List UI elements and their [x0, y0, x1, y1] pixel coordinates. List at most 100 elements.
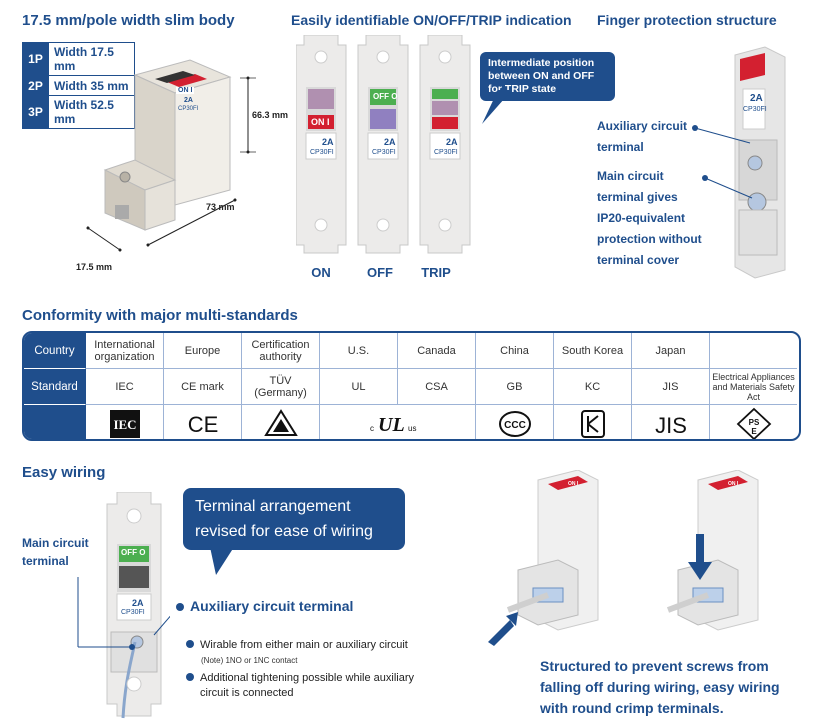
row-label-mark — [24, 405, 86, 439]
callout-pointer — [482, 90, 512, 124]
finger-title: Finger protection structure — [597, 12, 777, 28]
breaker-isometric-image — [103, 59, 232, 231]
dim-width: 17.5 mm — [76, 262, 113, 272]
mark-cell-ccc: CCC — [476, 405, 554, 439]
wiring-leader-lines — [77, 577, 170, 650]
conformity-title: Conformity with major multi-standards — [22, 307, 298, 324]
slim-body-title: 17.5 mm/pole width slim body — [22, 12, 235, 29]
breaker-trip-front — [419, 35, 471, 254]
svg-text:JIS: JIS — [655, 413, 687, 438]
finger-aux-text: Auxiliary circuit terminal — [597, 116, 687, 158]
state-on: ON — [311, 265, 331, 280]
country-cell: U.S. — [320, 333, 398, 369]
text-line: terminal — [597, 140, 644, 154]
standard-cell: CE mark — [164, 369, 242, 405]
text-line: protection without — [597, 232, 702, 246]
breaker-label-on: ON I — [176, 87, 195, 94]
kc-logo-icon — [580, 410, 605, 438]
ce-mark-icon: CE — [187, 412, 218, 437]
standard-cell: JIS — [632, 369, 710, 405]
text-line: Main circuit — [597, 169, 664, 183]
country-cell: South Korea — [554, 333, 632, 369]
country-cell: Europe — [164, 333, 242, 369]
contact-note: (Note) 1NO or 1NC contact — [201, 656, 298, 665]
off-model: CP30FI — [372, 149, 396, 156]
jis-logo-icon: JIS — [655, 413, 687, 438]
country-cell: Japan — [632, 333, 710, 369]
svg-text:UL: UL — [378, 414, 405, 436]
text-line: with round crimp terminals. — [540, 700, 724, 716]
breaker-off-front — [357, 35, 409, 254]
country-cell: Certification authority — [242, 333, 320, 369]
text-line: revised for ease of wiring — [195, 523, 373, 540]
terminal-arrangement-callout: Terminal arrangement revised for ease of… — [183, 488, 405, 550]
mark-cell-kc — [554, 405, 632, 439]
crimp-terminal-images — [488, 470, 759, 646]
standard-cell: GB — [476, 369, 554, 405]
finger-model: CP30FI — [743, 106, 767, 113]
width-cell: Width 17.5 mm — [48, 42, 135, 76]
bullet-tightening: Additional tightening possible while aux… — [186, 671, 414, 701]
text-line: Terminal arrangement — [195, 498, 351, 515]
bullet-text: Additional tightening possible while aux… — [200, 672, 415, 684]
wiring-off-label: OFF O — [121, 548, 146, 557]
on-model: CP30FI — [310, 149, 334, 156]
svg-text:us: us — [408, 424, 416, 433]
indication-title: Easily identifiable ON/OFF/TRIP indicati… — [291, 12, 572, 28]
text-line: IP20-equivalent — [597, 211, 686, 225]
bullet-dot — [176, 603, 184, 611]
aux-terminal-label: Auxiliary circuit terminal — [176, 598, 353, 614]
wiring-rating: 2A — [132, 598, 144, 608]
breaker-state-images — [296, 35, 471, 254]
state-off: OFF — [367, 265, 393, 280]
standards-table: Country International organization Europ… — [22, 331, 801, 441]
on-rating: 2A — [322, 137, 334, 147]
standard-cell: UL — [320, 369, 398, 405]
mark-cell-ce: CE — [164, 405, 242, 439]
text-line: Auxiliary circuit — [597, 119, 688, 133]
standard-cell: Electrical Appliances and Materials Safe… — [710, 369, 797, 405]
trip-model: CP30FI — [434, 149, 458, 156]
breaker-label-rating: 2A — [184, 97, 193, 104]
text-line: Main circuit — [22, 536, 89, 550]
svg-text:PS: PS — [748, 418, 759, 427]
wiring-breaker-image — [106, 492, 162, 719]
country-cell — [710, 333, 797, 369]
trip-rating: 2A — [446, 137, 458, 147]
pole-cell: 3P — [22, 95, 49, 129]
bullet-wirable: Wirable from either main or auxiliary ci… — [186, 638, 408, 653]
dimension-lines — [86, 76, 256, 252]
mark-cell-jis: JIS — [632, 405, 710, 439]
dim-height: 66.3 mm — [252, 110, 289, 120]
pse-diamond-icon: PSE — [736, 407, 771, 439]
standard-cell: CSA — [398, 369, 476, 405]
row-label-standard: Standard — [24, 369, 86, 405]
wiring-model: CP30FI — [121, 609, 145, 616]
left-illustration-on: ON I — [568, 481, 579, 487]
text-line: terminal gives — [597, 190, 678, 204]
callout-pointer — [210, 547, 234, 575]
text-line: falling off during wiring, easy wiring — [540, 679, 780, 695]
state-trip: TRIP — [421, 265, 451, 280]
width-cell: Width 35 mm — [48, 75, 135, 96]
country-cell: Canada — [398, 333, 476, 369]
breaker-label-model: CP30FI — [178, 106, 199, 112]
row-label-country: Country — [24, 333, 86, 369]
ccc-logo-icon: CCC — [498, 411, 531, 437]
svg-text:IEC: IEC — [113, 417, 136, 432]
country-cell: International organization — [86, 333, 164, 369]
bullet-text: Wirable from either main or auxiliary ci… — [200, 639, 408, 651]
width-cell: Width 52.5 mm — [48, 95, 135, 129]
on-state-label: ON I — [311, 117, 330, 127]
svg-text:E: E — [751, 427, 757, 436]
svg-text:CE: CE — [187, 412, 218, 437]
text-line: Structured to prevent screws from — [540, 658, 769, 674]
finger-rating: 2A — [750, 93, 763, 104]
right-illustration-on: ON I — [728, 481, 739, 487]
easy-wiring-title: Easy wiring — [22, 464, 106, 481]
